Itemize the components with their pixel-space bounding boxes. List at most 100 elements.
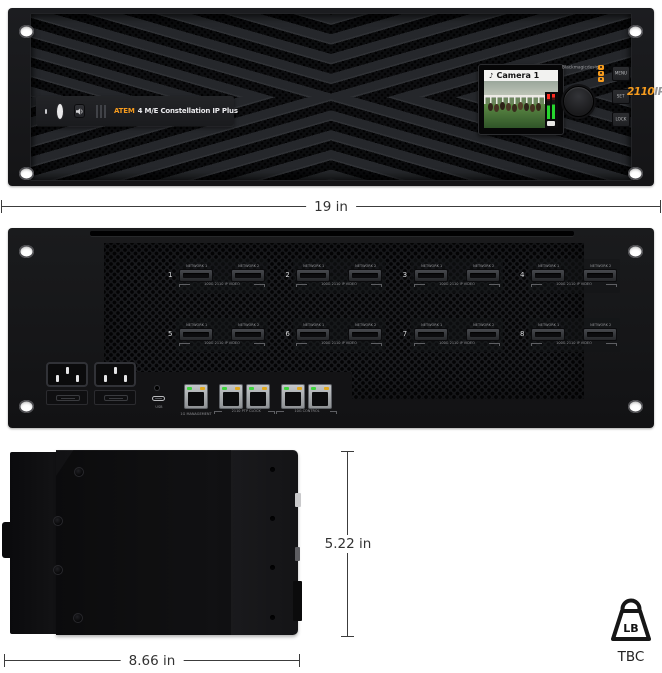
module-number: 8 xyxy=(519,330,525,338)
network-module-row-1: 1 NETWORK 1 NETWORK 2 100G 2110 IP VIDEO… xyxy=(168,259,620,293)
maker-logo-icon xyxy=(598,65,604,82)
module-ports: NETWORK 1 NETWORK 2 100G 2110 IP VIDEO xyxy=(527,259,620,293)
module-ports: NETWORK 1 NETWORK 2 100G 2110 IP VIDEO xyxy=(176,318,268,352)
chassis-screw xyxy=(73,613,83,623)
network-port-1-label: NETWORK 1 xyxy=(420,263,442,268)
fuse-holder-1 xyxy=(46,390,88,405)
network-module: 4 NETWORK 1 NETWORK 2 100G 2110 IP VIDEO xyxy=(520,259,620,293)
badge-number: 2110 xyxy=(627,86,655,98)
qsfp-port-2 xyxy=(231,269,265,282)
menu-button: MENU xyxy=(612,66,630,81)
module-caption: 100G 2110 IP VIDEO xyxy=(556,282,592,287)
module-caption: 100G 2110 IP VIDEO xyxy=(556,341,592,346)
activity-led xyxy=(235,387,240,390)
qsfp-port-2 xyxy=(348,328,383,341)
usb-port-label: USB xyxy=(155,405,163,410)
side-rivet xyxy=(270,565,275,570)
ptp-clock-group-label: 2110 PTP CLOCK xyxy=(214,409,275,419)
network-module: 3 NETWORK 1 NETWORK 2 100G 2110 IP VIDEO xyxy=(403,259,503,293)
qsfp-port-1 xyxy=(296,269,331,282)
qsfp-port-2 xyxy=(231,328,265,341)
control-group-label: 10G CONTROL xyxy=(276,409,337,419)
network-port-1-label: NETWORK 1 xyxy=(186,322,208,327)
rack-ear-screw-hole xyxy=(19,167,34,180)
rack-ear-screw-hole xyxy=(628,245,643,258)
module-caption-bracket: 100G 2110 IP VIDEO xyxy=(179,341,265,351)
module-ports: NETWORK 1 NETWORK 2 100G 2110 IP VIDEO xyxy=(293,259,386,293)
depth-dimension-label: 8.66 in xyxy=(120,651,184,670)
module-caption-bracket: 100G 2110 IP VIDEO xyxy=(296,341,383,351)
qsfp-port-2 xyxy=(348,269,383,282)
management-port-label: 1G MANAGEMENT xyxy=(180,412,212,417)
qsfp-port-2 xyxy=(465,328,500,341)
module-caption-bracket: 100G 2110 IP VIDEO xyxy=(179,282,265,292)
side-front-subpanel xyxy=(56,450,231,635)
network-port-1-label: NETWORK 1 xyxy=(186,263,208,268)
link-led xyxy=(222,387,227,390)
qsfp-port-1 xyxy=(179,328,213,341)
module-caption-bracket: 100G 2110 IP VIDEO xyxy=(296,282,383,292)
network-port-2-label: NETWORK 2 xyxy=(238,263,260,268)
module-number: 6 xyxy=(285,330,290,338)
side-connector-tab xyxy=(293,581,302,621)
fuse-holder-2 xyxy=(94,390,136,405)
module-number: 4 xyxy=(519,271,525,279)
network-port-1-label: NETWORK 1 xyxy=(303,322,325,327)
network-port-2-label: NETWORK 2 xyxy=(590,322,612,327)
module-number: 5 xyxy=(168,330,173,338)
module-caption-bracket: 100G 2110 IP VIDEO xyxy=(413,341,500,351)
model-name: 4 M/E Constellation IP Plus xyxy=(137,107,238,115)
menu-button-label: MENU xyxy=(614,71,628,76)
rack-ear-screw-hole xyxy=(19,245,34,258)
maker-logo-text: Blackmagicdesign xyxy=(562,65,602,71)
module-number: 7 xyxy=(402,330,408,338)
reset-pinhole xyxy=(155,386,159,390)
preview-starting-gates xyxy=(484,95,558,105)
ptp-clock-caption: 2110 PTP CLOCK xyxy=(231,409,261,414)
lcd-preview-image xyxy=(484,81,558,128)
module-ports: NETWORK 1 NETWORK 2 100G 2110 IP VIDEO xyxy=(527,318,620,352)
chassis-screw xyxy=(53,516,63,526)
brand-name: ATEM xyxy=(114,107,135,115)
network-module: 1 NETWORK 1 NETWORK 2 100G 2110 IP VIDEO xyxy=(168,259,268,293)
side-rivet xyxy=(270,615,275,620)
network-port-2-label: NETWORK 2 xyxy=(238,322,260,327)
ethernet-port-control-1 xyxy=(281,384,305,409)
qsfp-port-1 xyxy=(530,328,565,341)
qsfp-port-1 xyxy=(296,328,331,341)
lcd-source-label: Camera 1 xyxy=(496,71,540,80)
module-ports: NETWORK 1 NETWORK 2 100G 2110 IP VIDEO xyxy=(176,259,268,293)
qsfp-port-2 xyxy=(465,269,500,282)
module-caption-bracket: 100G 2110 IP VIDEO xyxy=(413,282,500,292)
qsfp-port-1 xyxy=(179,269,213,282)
ethernet-port-ptp-2 xyxy=(246,384,270,409)
preview-sky xyxy=(484,81,558,98)
link-led xyxy=(284,387,289,390)
activity-led xyxy=(297,387,302,390)
weight-unit-label: LB xyxy=(623,622,638,635)
lock-button-label: LOCK xyxy=(615,117,627,122)
power-inlet-1 xyxy=(46,362,88,387)
music-note-icon: ♪ xyxy=(489,71,494,80)
rear-panel-view: 1 NETWORK 1 NETWORK 2 100G 2110 IP VIDEO… xyxy=(8,228,654,428)
module-number: 3 xyxy=(402,271,408,279)
side-connector-tab xyxy=(295,547,300,561)
lcd-header: ♪ Camera 1 xyxy=(484,70,558,81)
height-dimension-label: 5.22 in xyxy=(316,535,380,553)
module-number: 1 xyxy=(168,271,173,279)
separator-bars-icon xyxy=(96,104,106,118)
weight-icon: LB xyxy=(611,598,651,641)
headphone-jack xyxy=(57,103,63,119)
module-ports: NETWORK 1 NETWORK 2 100G 2110 IP VIDEO xyxy=(410,318,503,352)
preview-horses xyxy=(488,102,493,111)
network-port-2-label: NETWORK 2 xyxy=(472,263,494,268)
usb-c-port-icon xyxy=(45,108,47,114)
qsfp-port-2 xyxy=(582,328,617,341)
network-port-2-label: NETWORK 2 xyxy=(355,263,377,268)
weight-value: TBC xyxy=(617,649,645,665)
control-caption: 10G CONTROL xyxy=(293,409,320,414)
weight-spec: LB TBC xyxy=(602,596,660,665)
